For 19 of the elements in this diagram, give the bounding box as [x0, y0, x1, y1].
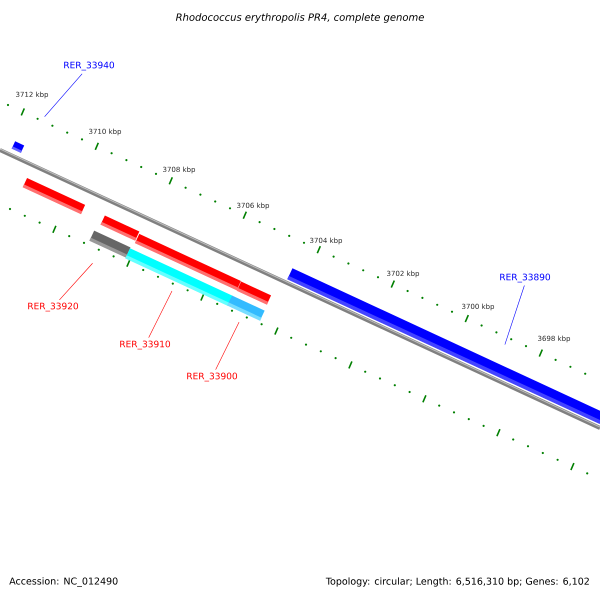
gene-bar [125, 248, 233, 306]
gene-bar [12, 141, 24, 153]
leader-line [59, 262, 93, 300]
footer-text: Topology: circular; Length: 6,516,310 bp; Genes: 6,102 [326, 577, 589, 587]
gene-label: RER_33890 [500, 274, 550, 282]
title: Rhodococcus erythropolis PR4, complete genome [176, 13, 424, 23]
leader-line [148, 290, 172, 338]
gene-label: RER_33940 [64, 62, 114, 70]
leader-line [44, 74, 82, 117]
gene-bar [22, 178, 86, 214]
gene-label: RER_33910 [120, 340, 170, 350]
footer-text: Accession: NC_012490 [9, 577, 118, 587]
gene-bar [227, 295, 265, 321]
leader-line [504, 285, 525, 345]
gene-bar [287, 268, 600, 424]
gene-label: RER_33920 [28, 302, 78, 312]
gene-bar [89, 230, 130, 258]
gene-label: RER_33900 [187, 372, 238, 382]
leader-line [215, 322, 240, 370]
